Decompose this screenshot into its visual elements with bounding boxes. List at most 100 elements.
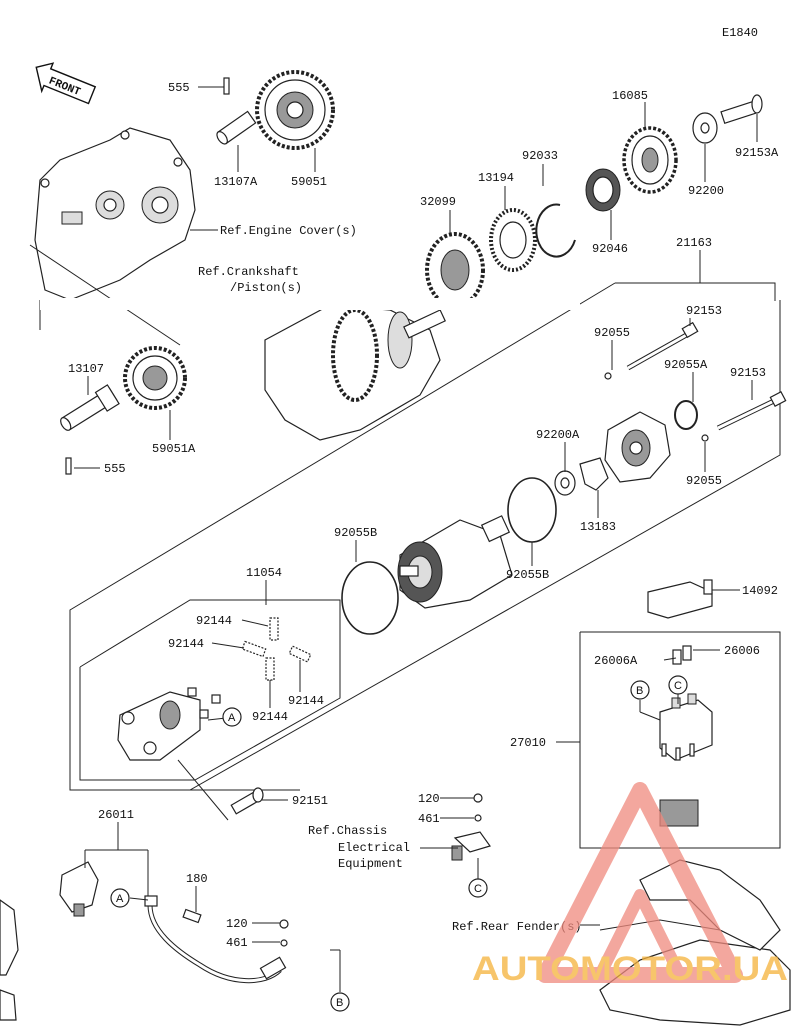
callout-b-relay: B [630, 680, 650, 700]
label-59051A: 59051A [152, 442, 196, 456]
label-92200A: 92200A [536, 428, 580, 442]
cover-14092-part [647, 579, 713, 619]
label-26006: 26006 [724, 644, 760, 658]
label-92046: 92046 [592, 242, 628, 256]
spring-92144-b-part [241, 640, 267, 658]
svg-text:B: B [636, 685, 643, 697]
fuse-26006-part [672, 645, 692, 665]
clutch-13194-part [489, 208, 537, 272]
frame-fragment-part [0, 899, 19, 976]
label-92153-b: 92153 [730, 366, 766, 380]
engine-cover-part [29, 127, 196, 346]
washer-461-lower-part [280, 939, 288, 947]
label-92055-b: 92055 [686, 474, 722, 488]
oring-92055-lower-part [701, 434, 709, 442]
label-92055B-b: 92055B [506, 568, 549, 582]
plate-13183-part [579, 457, 609, 491]
label-13107: 13107 [68, 362, 104, 376]
assembly-outline-11054 [79, 599, 341, 781]
label-26006A: 26006A [594, 654, 638, 668]
label-92200: 92200 [688, 184, 724, 198]
assembly-outline-27010 [579, 631, 781, 849]
assembly-outline-21163 [69, 282, 781, 791]
ref-chassis-line1: Ref.Chassis [308, 824, 387, 838]
label-16085: 16085 [612, 89, 648, 103]
label-555-top: 555 [168, 81, 190, 95]
label-555-bottom: 555 [104, 462, 126, 476]
starter-motor-part [397, 515, 513, 609]
relay-27010-part [659, 693, 713, 761]
frame-fragment-2-part [0, 989, 17, 1021]
bolt-120-lower-part [279, 919, 289, 929]
callout-b-cable: B [330, 992, 350, 1012]
label-92144-d: 92144 [288, 694, 324, 708]
label-13183: 13183 [580, 520, 616, 534]
mask-strip [40, 298, 580, 310]
spring-92144-a-part [269, 617, 279, 641]
cable-26011-part [59, 861, 287, 984]
washer-92200A-part [554, 470, 576, 496]
snap-ring-92033-part [535, 203, 576, 258]
screw-92151-part [230, 787, 264, 815]
bolt-120-upper-part [473, 793, 483, 803]
oring-92055B-left-part [341, 561, 399, 635]
oring-92055-upper-part [604, 372, 612, 380]
bolt-180-part [182, 908, 202, 924]
diagram-code: E1840 [722, 26, 758, 40]
ref-crankshaft-line2: /Piston(s) [230, 281, 302, 295]
front-arrow-icon: FRONT [35, 62, 97, 105]
label-120-a: 120 [418, 792, 440, 806]
washer-92200-part [692, 112, 718, 144]
bolt-92153-upper-part [626, 321, 699, 371]
label-92055-a: 92055 [594, 326, 630, 340]
shaft-13107-part [60, 384, 120, 431]
label-21163: 21163 [676, 236, 712, 250]
spring-92144-d-part [288, 645, 312, 663]
watermark-text: AUTOMOTOR.UA [472, 950, 788, 988]
svg-text:A: A [116, 893, 124, 905]
callout-a-upper: A [222, 707, 242, 727]
svg-text:B: B [336, 997, 343, 1009]
svg-text:C: C [674, 680, 682, 692]
label-13194: 13194 [478, 171, 514, 185]
gear-16085-part [622, 126, 678, 194]
pin-555-bottom-part [65, 457, 72, 475]
callout-c-chassis: C [468, 878, 488, 898]
pin-555-top-part [223, 77, 230, 95]
label-92033: 92033 [522, 149, 558, 163]
brush-holder-part [117, 687, 221, 761]
crankshaft-part [264, 304, 446, 441]
label-92055A: 92055A [664, 358, 708, 372]
label-461-b: 461 [226, 936, 248, 950]
label-92055B-a: 92055B [334, 526, 377, 540]
label-59051: 59051 [291, 175, 327, 189]
ref-engine-cover: Ref.Engine Cover(s) [220, 224, 357, 238]
ref-chassis-line2: Electrical [338, 841, 410, 855]
bolt-92153A-part [720, 94, 763, 125]
chassis-bracket-part [451, 831, 491, 861]
label-92144-c: 92144 [252, 710, 288, 724]
label-11054: 11054 [246, 566, 282, 580]
label-27010: 27010 [510, 736, 546, 750]
svg-text:A: A [228, 712, 236, 724]
label-26011: 26011 [98, 808, 134, 822]
label-13107A: 13107A [214, 175, 258, 189]
label-14092: 14092 [742, 584, 778, 598]
shaft-13107A-part [216, 110, 257, 145]
ref-rear-fender: Ref.Rear Fender(s) [452, 920, 582, 934]
label-92144-a: 92144 [196, 614, 232, 628]
watermark: AUTOMOTOR.UA [472, 782, 788, 988]
label-92153-a: 92153 [686, 304, 722, 318]
bolt-92153-lower-part [716, 390, 787, 431]
callout-c-relay: C [668, 675, 688, 695]
svg-text:C: C [474, 883, 482, 895]
label-120-b: 120 [226, 917, 248, 931]
label-32099: 32099 [420, 195, 456, 209]
label-180: 180 [186, 872, 208, 886]
spring-92144-c-part [265, 657, 275, 681]
label-461-a: 461 [418, 812, 440, 826]
ref-chassis-line3: Equipment [338, 857, 403, 871]
label-92144-b: 92144 [168, 637, 204, 651]
gear-59051-part [255, 70, 335, 150]
